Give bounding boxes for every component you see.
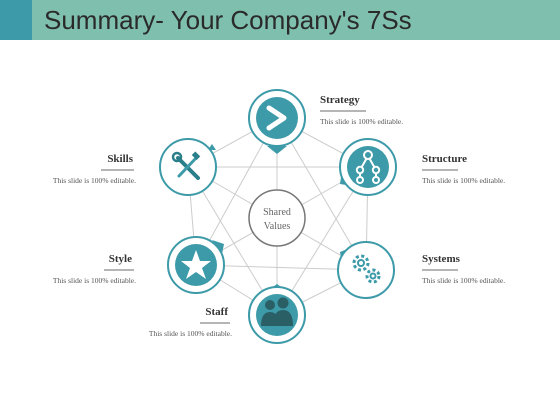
staff-node[interactable] xyxy=(248,284,306,344)
tools-icon xyxy=(171,151,201,180)
gears-icon xyxy=(352,254,381,284)
structure-underline xyxy=(422,169,458,171)
style-title: Style xyxy=(108,253,132,265)
org-chart-icon xyxy=(355,150,381,184)
people-icon xyxy=(261,297,293,326)
skills-node[interactable] xyxy=(159,138,217,196)
title-bar xyxy=(0,0,560,40)
structure-title: Structure xyxy=(422,153,468,165)
shared-values-line2: Values xyxy=(264,221,291,232)
shared-values-node: Shared Values xyxy=(248,189,306,247)
systems-node[interactable] xyxy=(337,241,395,299)
staff-description: This slide is 100% editable. xyxy=(148,329,232,338)
structure-description: This slide is 100% editable. xyxy=(422,176,506,185)
chevron-right-icon xyxy=(266,105,287,131)
skills-description: This slide is 100% editable. xyxy=(52,176,136,185)
page-title: Summary- Your Company's 7Ss xyxy=(44,5,412,35)
star-icon xyxy=(181,250,211,279)
style-underline xyxy=(104,269,134,271)
shared-values-line1: Shared xyxy=(263,207,291,218)
staff-title: Staff xyxy=(205,306,228,318)
structure-node[interactable] xyxy=(339,138,397,196)
systems-underline xyxy=(422,269,458,271)
staff-underline xyxy=(200,322,230,324)
strategy-node[interactable] xyxy=(248,89,306,154)
strategy-underline xyxy=(320,110,366,112)
systems-description: This slide is 100% editable. xyxy=(422,276,506,285)
strategy-description: This slide is 100% editable. xyxy=(320,117,404,126)
style-description: This slide is 100% editable. xyxy=(52,276,136,285)
skills-underline xyxy=(101,169,134,171)
skills-title: Skills xyxy=(107,153,133,165)
systems-title: Systems xyxy=(422,253,460,265)
style-node[interactable] xyxy=(167,236,225,294)
title-accent xyxy=(0,0,32,40)
strategy-title: Strategy xyxy=(320,94,360,106)
